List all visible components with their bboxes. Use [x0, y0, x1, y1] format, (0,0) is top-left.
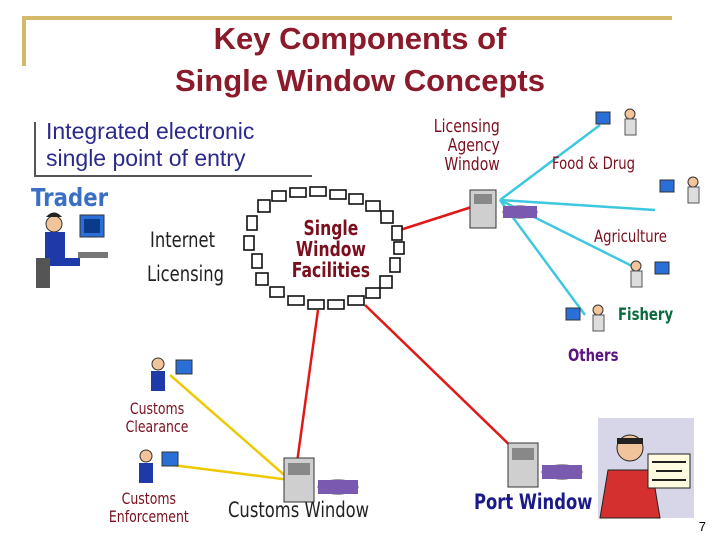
port-window-label: Port Window [474, 490, 593, 514]
customs-enforcement-line-2: Enforcement [108, 507, 189, 526]
customs-clearance-label: Customs Clearance [120, 400, 194, 436]
food-drug-workstation-icon [595, 108, 637, 136]
page-number: 7 [698, 519, 706, 534]
customs-enforcement-label: Customs Enforcement [104, 490, 194, 526]
title-frame-left [22, 16, 26, 66]
licensing-label: Licensing [147, 262, 225, 286]
link-agency-food [499, 124, 601, 201]
customs-server-icon [283, 457, 359, 503]
agriculture2-workstation-icon [630, 260, 670, 288]
title-line-2: Single Window Concepts [174, 63, 545, 98]
agriculture-workstation-icon [659, 176, 700, 204]
trader-icon [36, 212, 108, 288]
title-line-1: Key Components of [213, 21, 507, 56]
page-title: Key Components of Single Window Concepts [0, 18, 720, 102]
agency-server-icon [469, 189, 538, 229]
agency-line-1: Licensing [433, 116, 500, 137]
trader-label: Trader [31, 183, 109, 212]
internet-label: Internet [150, 228, 216, 252]
customs-clearance-line-2: Clearance [125, 417, 189, 436]
fishery-label: Fishery [618, 305, 674, 325]
port-server-icon [507, 442, 583, 488]
entry-point-label: Integrated electronic single point of en… [46, 118, 254, 172]
agency-line-2: Agency [447, 135, 500, 156]
link-agency-agri [499, 198, 656, 212]
hub-ring [243, 186, 405, 310]
customs-enforcement-person-icon [139, 449, 179, 483]
licensing-agency-window-label: Licensing Agency Window [414, 117, 500, 174]
link-customs-enforcement [171, 463, 291, 482]
link-agency-fish2 [498, 199, 587, 316]
customs-clearance-line-1: Customs [129, 399, 185, 418]
link-hub-port [364, 304, 521, 456]
hub-line-2: Window [295, 237, 366, 261]
entry-bracket-left [34, 122, 36, 177]
food-drug-label: Food & Drug [552, 154, 636, 174]
title-frame-top [22, 16, 672, 20]
entry-line-1: Integrated electronic [46, 118, 255, 144]
fishery-workstation-icon [565, 304, 605, 332]
link-hub-customs [294, 309, 320, 471]
entry-underline [34, 175, 312, 177]
customs-clearance-person-icon [151, 357, 193, 391]
hub-label: Single Window Facilities [288, 218, 374, 281]
customs-enforcement-line-1: Customs [121, 489, 177, 508]
businessman-sign-icon [598, 418, 694, 519]
agriculture-label: Agriculture [594, 227, 667, 247]
link-customs-clearance [169, 374, 291, 481]
entry-line-2: single point of entry [46, 145, 246, 171]
link-hub-agency [399, 203, 479, 232]
hub-line-3: Facilities [291, 258, 371, 282]
agency-line-3: Window [444, 154, 500, 175]
hub-line-1: Single [303, 216, 359, 240]
customs-window-label: Customs Window [228, 498, 370, 522]
others-label: Others [568, 346, 619, 366]
